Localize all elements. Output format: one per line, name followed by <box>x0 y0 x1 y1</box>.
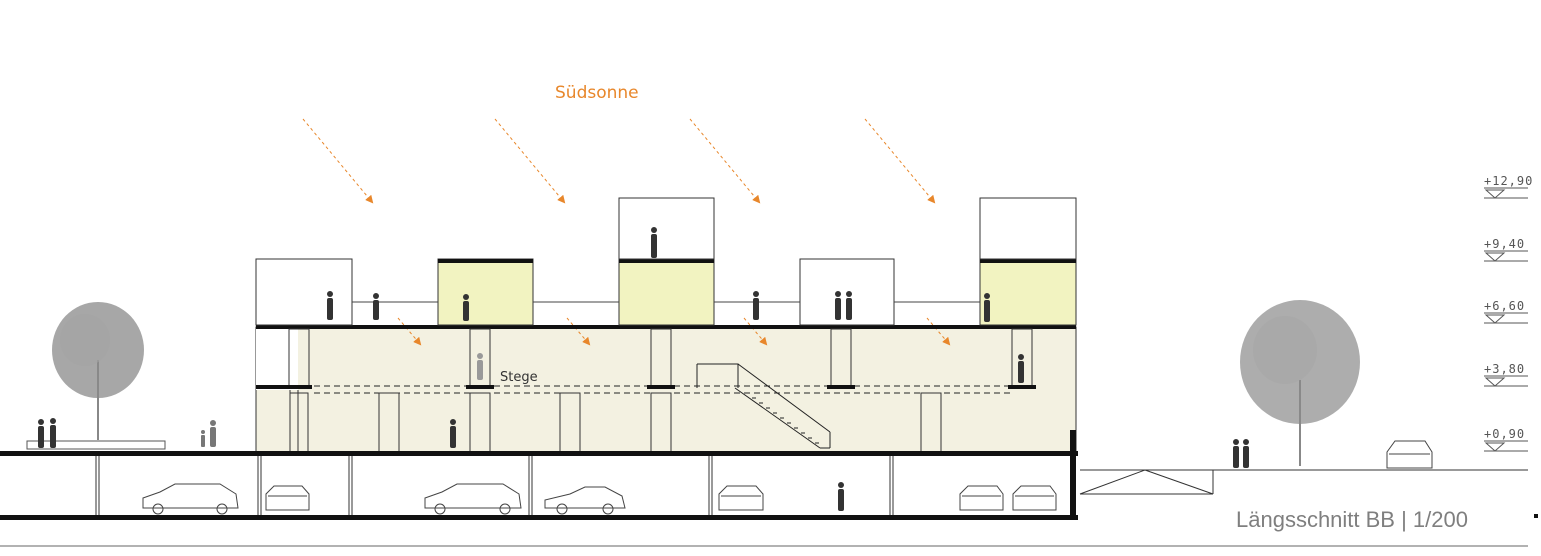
rooftop-boxes <box>255 197 1077 326</box>
level-triangle-icon <box>1484 189 1506 199</box>
car-icon <box>1012 485 1057 511</box>
person-icon <box>450 419 456 448</box>
garage-floor <box>0 515 1078 520</box>
person-icon <box>846 291 852 320</box>
drawing-title: Längsschnitt BB | 1/200 <box>1236 507 1468 532</box>
person-icon <box>477 353 483 380</box>
cars <box>142 440 1433 515</box>
person-icon <box>835 291 841 320</box>
person-icon <box>838 482 844 511</box>
person-icon <box>210 420 216 447</box>
bench <box>26 440 166 450</box>
roof-slab <box>256 325 1076 329</box>
car-icon <box>142 483 239 515</box>
walkway-label: Stege <box>500 370 538 385</box>
level-triangle-icon <box>1484 314 1506 324</box>
rooftop-box-3 <box>618 258 715 326</box>
car-icon <box>959 485 1004 511</box>
level-markers: +12,90 +9,40 +6,60 +3,80 +0,90 <box>1484 174 1533 452</box>
person-icon <box>50 418 56 448</box>
person-icon <box>1243 439 1249 468</box>
car-icon <box>265 485 310 511</box>
person-icon <box>38 419 44 448</box>
level-triangle-icon <box>1484 442 1506 452</box>
car-icon <box>424 483 522 515</box>
people <box>38 227 1249 511</box>
main-hall-volume <box>255 326 1077 453</box>
sun-arrow-icon <box>689 118 761 204</box>
ground-slab <box>0 451 1078 456</box>
person-icon <box>201 430 205 447</box>
level-label: +6,60 <box>1484 299 1525 313</box>
rooftop-box-1 <box>255 258 353 326</box>
rooftop-box-2 <box>437 258 534 326</box>
rooftop-box-5 <box>979 258 1077 326</box>
level-label: +9,40 <box>1484 237 1525 251</box>
person-icon <box>463 294 469 321</box>
level-label: +0,90 <box>1484 427 1525 441</box>
level-marker: +9,40 <box>1484 237 1528 262</box>
car-icon <box>1386 440 1433 469</box>
level-marker: +0,90 <box>1484 427 1528 452</box>
level-triangle-icon <box>1484 252 1506 262</box>
tree-icon <box>1240 300 1360 466</box>
sheet-mark <box>1534 514 1538 518</box>
person-icon <box>373 293 379 320</box>
rooftop-box-5-upper <box>979 197 1077 260</box>
sun-arrow-icon <box>302 118 374 204</box>
rooftop-box-3-upper <box>618 197 715 260</box>
sun-arrows-upper <box>302 118 936 204</box>
sun-arrow-icon <box>864 118 936 204</box>
level-triangle-icon <box>1484 377 1506 387</box>
garage-wall <box>1070 430 1076 520</box>
level-marker: +6,60 <box>1484 299 1528 324</box>
person-icon <box>651 227 657 258</box>
tree-icon <box>52 302 144 440</box>
level-label: +3,80 <box>1484 362 1525 376</box>
hall-cutout <box>256 327 298 390</box>
car-icon <box>544 486 626 515</box>
sun-label: Südsonne <box>555 83 639 103</box>
person-icon <box>753 291 759 320</box>
level-label: +12,90 <box>1484 174 1533 188</box>
car-icon <box>718 485 764 511</box>
person-icon <box>984 293 990 322</box>
shaft-floors <box>256 385 1036 389</box>
garage-columns <box>95 456 894 515</box>
level-marker: +3,80 <box>1484 362 1528 387</box>
sun-arrow-icon <box>494 118 566 204</box>
level-marker: +12,90 <box>1484 174 1533 199</box>
staircase <box>696 363 831 449</box>
person-icon <box>327 291 333 320</box>
person-icon <box>1018 354 1024 383</box>
walkway-stege <box>314 385 1010 394</box>
ramp <box>1079 469 1528 495</box>
person-icon <box>1233 439 1239 468</box>
